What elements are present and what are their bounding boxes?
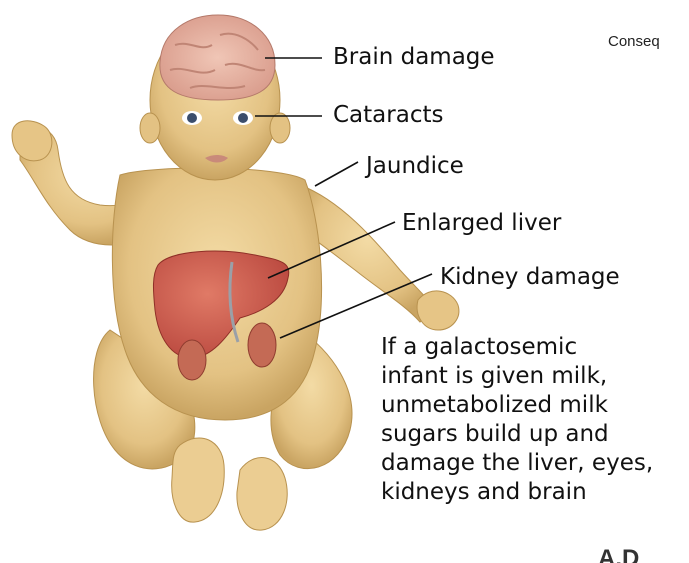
left-fist <box>12 121 52 161</box>
left-foot <box>172 438 225 522</box>
caption: If a galactosemic infant is given milk, … <box>381 333 653 507</box>
left-kidney <box>178 340 206 380</box>
cataracts-label: Cataracts <box>333 104 443 127</box>
brain-damage-label: Brain damage <box>333 46 495 69</box>
enlarged-liver-label: Enlarged liver <box>402 212 561 235</box>
jaundice-label: Jaundice <box>366 155 464 178</box>
caption-line: damage the liver, eyes, <box>381 449 653 478</box>
caption-line: infant is given milk, <box>381 362 653 391</box>
right-hand <box>417 291 459 330</box>
caption-line: If a galactosemic <box>381 333 653 362</box>
caption-line: kidneys and brain <box>381 478 653 507</box>
right-kidney <box>248 323 276 367</box>
right-foot <box>237 458 287 531</box>
adam-logo: A.D <box>598 545 689 563</box>
caption-line: unmetabolized milk <box>381 391 653 420</box>
kidney-damage-label: Kidney damage <box>440 266 620 289</box>
caption-line: sugars build up and <box>381 420 653 449</box>
header-text: Conseq <box>608 33 660 50</box>
